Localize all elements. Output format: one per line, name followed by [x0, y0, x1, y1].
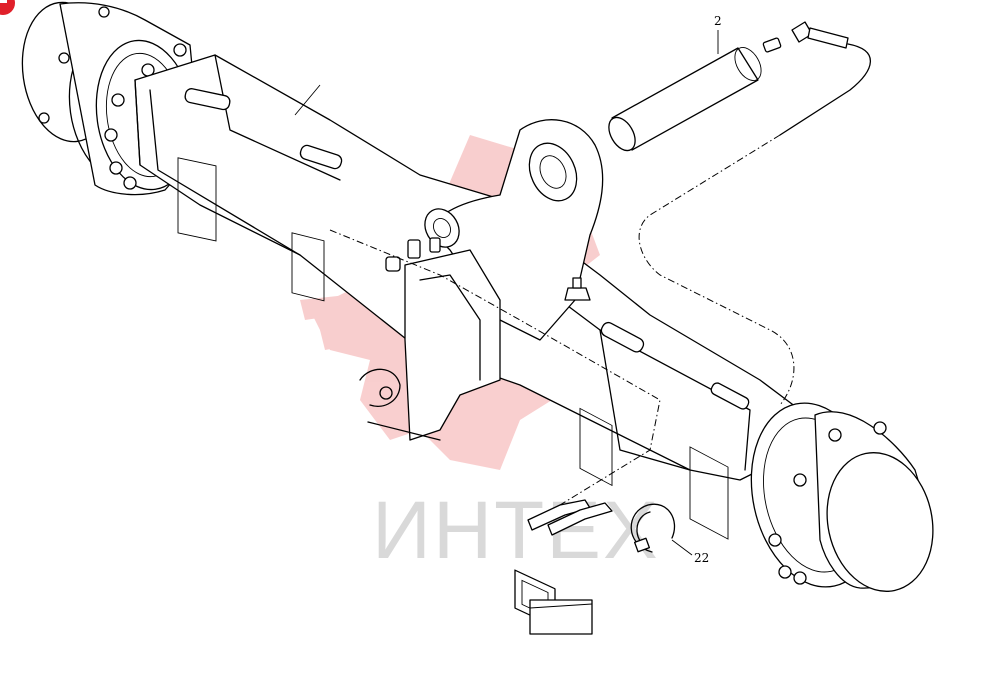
watermark-text: ИНТЕХ: [372, 485, 660, 576]
callout-circlip: 22: [694, 551, 709, 565]
right-wheel-hub: [750, 402, 934, 592]
pivot-pin: 2: [608, 14, 762, 152]
grease-line: [329, 21, 872, 506]
circlip: 22: [630, 503, 709, 565]
hose-fittings: [527, 499, 613, 536]
wheel-studs: [38, 6, 187, 190]
red-badge-icon: [0, 0, 15, 15]
leader-line: [294, 84, 321, 116]
callout-pin: 2: [714, 14, 722, 28]
wheel-studs-right: [768, 421, 887, 585]
shim-plate: [529, 599, 593, 635]
